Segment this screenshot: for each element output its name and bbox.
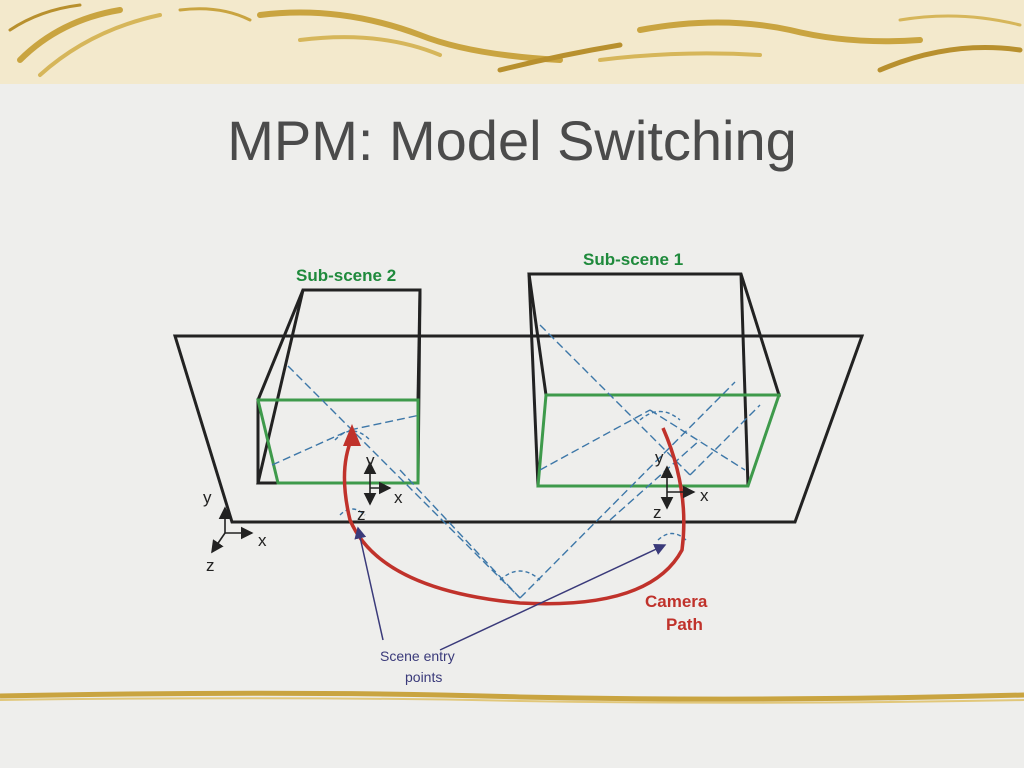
axes-subscene-1 xyxy=(660,465,696,510)
subscene-2-axis-y: y xyxy=(366,451,375,470)
camera-path-label-2: Path xyxy=(666,615,703,634)
axes-subscene-2 xyxy=(363,461,392,506)
subscene-1-label: Sub-scene 1 xyxy=(583,250,683,269)
camera-path xyxy=(342,427,686,606)
subscene-1-axis-x: x xyxy=(700,486,709,505)
entry-label-1: Scene entry xyxy=(380,648,455,664)
angle-arcs xyxy=(334,410,687,581)
subscene-2-axis-z: z xyxy=(357,505,366,524)
ground-plane xyxy=(172,334,865,524)
world-axis-x: x xyxy=(258,531,267,550)
bottom-gold-line xyxy=(0,690,1024,702)
camera-path-label-1: Camera xyxy=(645,592,708,611)
dashed-sight-lines xyxy=(271,324,761,599)
subscene-2-axis-x: x xyxy=(394,488,403,507)
entry-pointer-subscene-1 xyxy=(439,544,667,651)
bottom-gold-line-highlight xyxy=(0,697,1024,704)
subscene-1-region xyxy=(536,393,782,488)
world-axis-z: z xyxy=(206,556,215,575)
subscene-1-box xyxy=(527,272,782,487)
subscene-1-axis-y: y xyxy=(655,448,664,467)
entry-label-2: points xyxy=(405,669,442,685)
subscene-2-box xyxy=(256,288,422,485)
subscene-2-label: Sub-scene 2 xyxy=(296,266,396,285)
world-axis-y: y xyxy=(203,488,212,507)
entry-pointer-subscene-2 xyxy=(354,526,384,641)
gold-brush-strokes xyxy=(8,3,1023,77)
subscene-2-region xyxy=(256,398,420,485)
camera-path-arrowhead xyxy=(343,424,361,446)
axes-world xyxy=(211,506,254,554)
subscene-1-axis-z: z xyxy=(653,503,662,522)
slide-title: MPM: Model Switching xyxy=(227,109,797,172)
